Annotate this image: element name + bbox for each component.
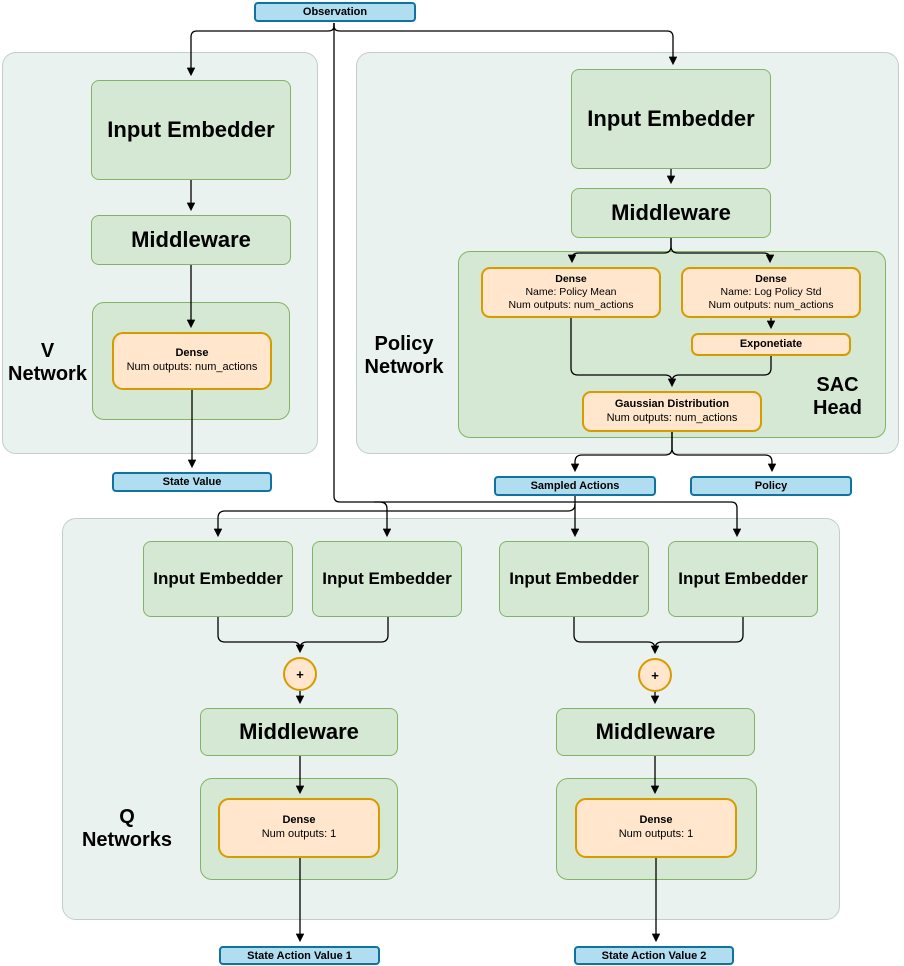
- sac-head-label-line2: Head: [813, 397, 862, 419]
- q-networks-label: Q Networks: [72, 806, 182, 852]
- dense-log-policy-std-title: Dense: [755, 272, 787, 285]
- sac-head-label: SAC Head: [800, 374, 875, 420]
- exponentiate-label: Exponetiate: [739, 337, 803, 350]
- q2-dense-node: Dense Num outputs: 1: [575, 798, 737, 858]
- q2-input-embedder-action-node: Input Embedder: [668, 541, 818, 617]
- q2-dense-outputs: Num outputs: 1: [618, 828, 694, 840]
- q1-middleware-node: Middleware: [200, 708, 398, 756]
- gaussian-distribution-node: Gaussian Distribution Num outputs: num_a…: [582, 391, 762, 432]
- v-dense-title: Dense: [175, 347, 209, 360]
- q1-input-embedder-action-node: Input Embedder: [312, 541, 462, 617]
- sac-head-label-line1: SAC: [816, 374, 859, 396]
- v-dense-node: Dense Num outputs: num_actions: [112, 332, 272, 390]
- dense-policy-mean-name: Name: Policy Mean: [525, 285, 617, 298]
- q1-sum-node: +: [283, 657, 317, 691]
- q1-dense-outputs: Num outputs: 1: [261, 828, 337, 840]
- policy-network-label-line1: Policy: [374, 333, 434, 355]
- state-action-value-1-node: State Action Value 1: [219, 946, 380, 965]
- sampled-actions-node: Sampled Actions: [494, 476, 656, 496]
- q2-dense-title: Dense: [639, 814, 673, 827]
- q2-sum-node: +: [638, 658, 672, 692]
- dense-log-policy-std-node: Dense Name: Log Policy Std Num outputs: …: [681, 267, 861, 318]
- dense-policy-mean-title: Dense: [555, 272, 587, 285]
- dense-log-policy-std-name: Name: Log Policy Std: [720, 285, 822, 298]
- q2-input-embedder-state-node: Input Embedder: [499, 541, 649, 617]
- v-network-label-line2: Network: [8, 363, 87, 385]
- policy-output-node: Policy: [690, 476, 852, 496]
- dense-policy-mean-outputs: Num outputs: num_actions: [508, 299, 634, 312]
- policy-input-embedder-node: Input Embedder: [571, 69, 771, 169]
- v-network-label: V Network: [0, 340, 95, 386]
- v-middleware-node: Middleware: [91, 215, 291, 265]
- exponentiate-node: Exponetiate: [691, 333, 851, 356]
- gaussian-distribution-title: Gaussian Distribution: [614, 397, 730, 410]
- q1-dense-node: Dense Num outputs: 1: [218, 798, 380, 858]
- policy-middleware-node: Middleware: [571, 188, 771, 238]
- q2-middleware-node: Middleware: [556, 708, 755, 756]
- observation-node: Observation: [254, 2, 416, 22]
- state-value-node: State Value: [112, 472, 272, 492]
- q1-dense-title: Dense: [282, 814, 316, 827]
- v-network-label-line1: V: [40, 340, 55, 362]
- q1-input-embedder-state-node: Input Embedder: [143, 541, 293, 617]
- v-dense-outputs: Num outputs: num_actions: [126, 361, 258, 373]
- v-input-embedder-node: Input Embedder: [91, 80, 291, 180]
- dense-log-policy-std-outputs: Num outputs: num_actions: [708, 299, 834, 312]
- gaussian-distribution-outputs: Num outputs: num_actions: [606, 411, 738, 424]
- policy-network-label: Policy Network: [358, 333, 450, 379]
- q-networks-label-line1: Q: [119, 806, 135, 828]
- state-action-value-2-node: State Action Value 2: [574, 946, 734, 965]
- dense-policy-mean-node: Dense Name: Policy Mean Num outputs: num…: [481, 267, 661, 318]
- q-networks-label-line2: Networks: [81, 829, 173, 851]
- policy-network-label-line2: Network: [364, 356, 444, 378]
